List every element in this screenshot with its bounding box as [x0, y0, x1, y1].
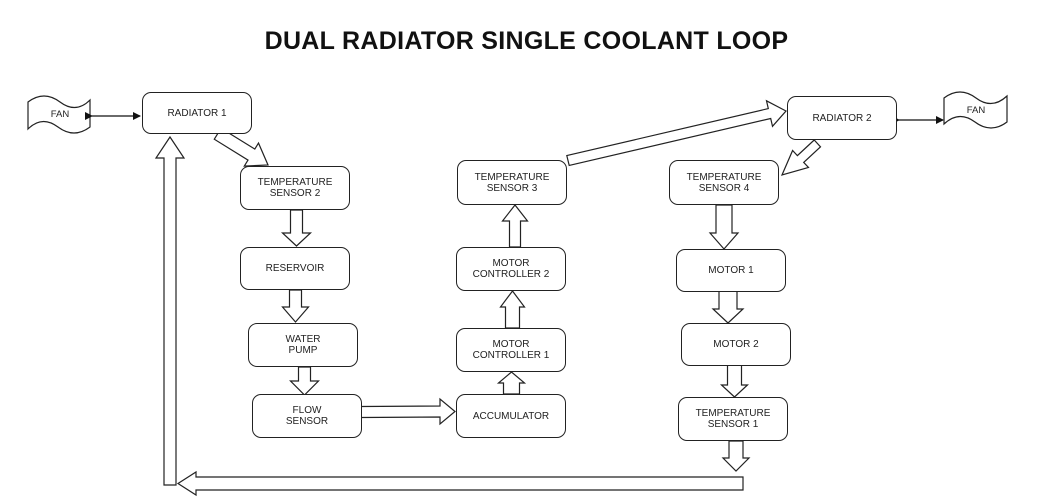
- accumulator-box: ACCUMULATOR: [456, 394, 566, 438]
- arrow-tempsensor3-to-radiator2: [566, 99, 787, 167]
- arrow-accumulator-to-motorcontroller1: [496, 371, 527, 395]
- reservoir-box: RESERVOIR: [240, 247, 350, 290]
- fan-right-label: FAN: [966, 105, 986, 116]
- temperature-sensor-1-box: TEMPERATURE SENSOR 1: [678, 397, 788, 441]
- fan-left-label: FAN: [50, 109, 70, 120]
- arrow-tempsensor2-to-reservoir: [280, 209, 313, 247]
- arrow-motor2-to-tempsensor1: [719, 364, 750, 398]
- diagram-title: DUAL RADIATOR SINGLE COOLANT LOOP: [264, 27, 789, 55]
- arrow-flowsensor-to-accumulator: [360, 397, 456, 426]
- motor-2-box: MOTOR 2: [681, 323, 791, 366]
- motor-controller-1-box: MOTOR CONTROLLER 1: [456, 328, 566, 372]
- flow-arrows: [154, 99, 822, 497]
- arrow-motorcontroller1-to-motorcontroller2: [499, 290, 526, 329]
- radiator-1-box: RADIATOR 1: [142, 92, 252, 134]
- arrow-radiator2-to-tempsensor4: [780, 139, 822, 176]
- arrow-return-up-to-radiator1: [154, 135, 186, 486]
- temperature-sensor-3-box: TEMPERATURE SENSOR 3: [457, 160, 567, 205]
- arrow-return-bottom-to-left: [176, 470, 744, 497]
- arrow-waterpump-to-flowsensor: [289, 366, 320, 396]
- arrow-motor1-to-motor2: [711, 290, 745, 324]
- arrow-tempsensor4-to-motor1: [708, 204, 740, 250]
- temperature-sensor-2-box: TEMPERATURE SENSOR 2: [240, 166, 350, 210]
- radiator-2-box: RADIATOR 2: [787, 96, 897, 140]
- arrow-radiator1-to-tempsensor2: [213, 127, 269, 167]
- fan-right-shape: [943, 91, 1008, 129]
- arrow-motorcontroller2-to-tempsensor3: [501, 204, 529, 248]
- arrow-reservoir-to-waterpump: [281, 289, 310, 323]
- flow-sensor-box: FLOW SENSOR: [252, 394, 362, 438]
- motor-1-box: MOTOR 1: [676, 249, 786, 292]
- arrow-tempsensor1-down: [721, 440, 751, 472]
- temperature-sensor-4-box: TEMPERATURE SENSOR 4: [669, 160, 779, 205]
- water-pump-box: WATER PUMP: [248, 323, 358, 367]
- motor-controller-2-box: MOTOR CONTROLLER 2: [456, 247, 566, 291]
- fan-left-shape: [27, 95, 91, 134]
